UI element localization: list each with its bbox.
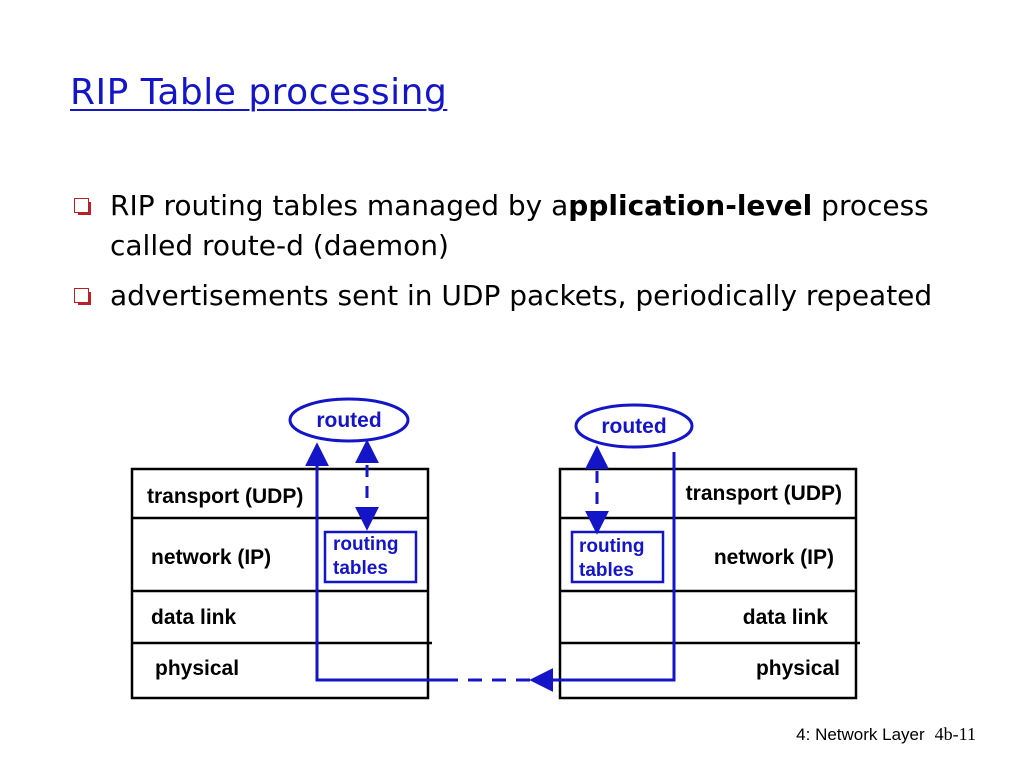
right-routing-tables-box: [570, 530, 665, 584]
bullet-text-pre: advertisements sent in UDP packets, peri…: [110, 279, 933, 312]
left-protocol-stack: transport (UDP) network (IP) data link p…: [130, 397, 444, 700]
left-layer-datalink: data link: [151, 606, 237, 629]
right-stack-box: [558, 467, 858, 700]
bullet-item: advertisements sent in UDP packets, peri…: [72, 276, 952, 316]
right-layer-transport: transport (UDP): [686, 482, 842, 505]
bullet-text-post: process called route-d (daemon): [110, 189, 929, 262]
left-path-arrow: [305, 442, 444, 682]
footer-page-number: 4b-11: [934, 724, 976, 744]
checkbox-bullet-icon: [74, 198, 89, 213]
bullet-item: RIP routing tables managed by applicatio…: [72, 186, 952, 266]
right-layer-datalink: data link: [743, 606, 829, 629]
left-stack-box: [130, 467, 430, 700]
left-routed-ellipse: [288, 397, 410, 443]
bullet-text-pre: RIP routing tables managed by a: [110, 189, 569, 222]
right-layer-network: network (IP): [714, 546, 834, 569]
right-routed-label: routed: [601, 415, 666, 438]
page-title: RIP Table processing: [70, 72, 448, 113]
right-protocol-stack: transport (UDP) network (IP) data link p…: [529, 403, 860, 700]
right-routing-label: routing: [579, 536, 644, 557]
right-layer-physical: physical: [756, 657, 840, 680]
left-routed-label: routed: [316, 409, 381, 432]
right-routed-ellipse: [574, 403, 694, 449]
footer-section: 4: Network Layer: [796, 725, 925, 744]
left-layer-physical: physical: [155, 657, 239, 680]
slide-footer: 4: Network Layer 4b-11: [796, 724, 976, 745]
bullet-text-bold: pplication-level: [568, 189, 813, 222]
checkbox-bullet-icon: [74, 288, 89, 303]
left-layer-network: network (IP): [151, 546, 271, 569]
left-routing-label: routing: [333, 534, 398, 555]
left-tables-label: tables: [333, 558, 388, 579]
bullet-list: RIP routing tables managed by applicatio…: [72, 186, 952, 326]
left-layer-transport: transport (UDP): [147, 485, 303, 508]
right-path-arrow: [529, 452, 676, 692]
left-routing-tables-box: [323, 530, 418, 584]
right-tables-label: tables: [579, 560, 634, 581]
